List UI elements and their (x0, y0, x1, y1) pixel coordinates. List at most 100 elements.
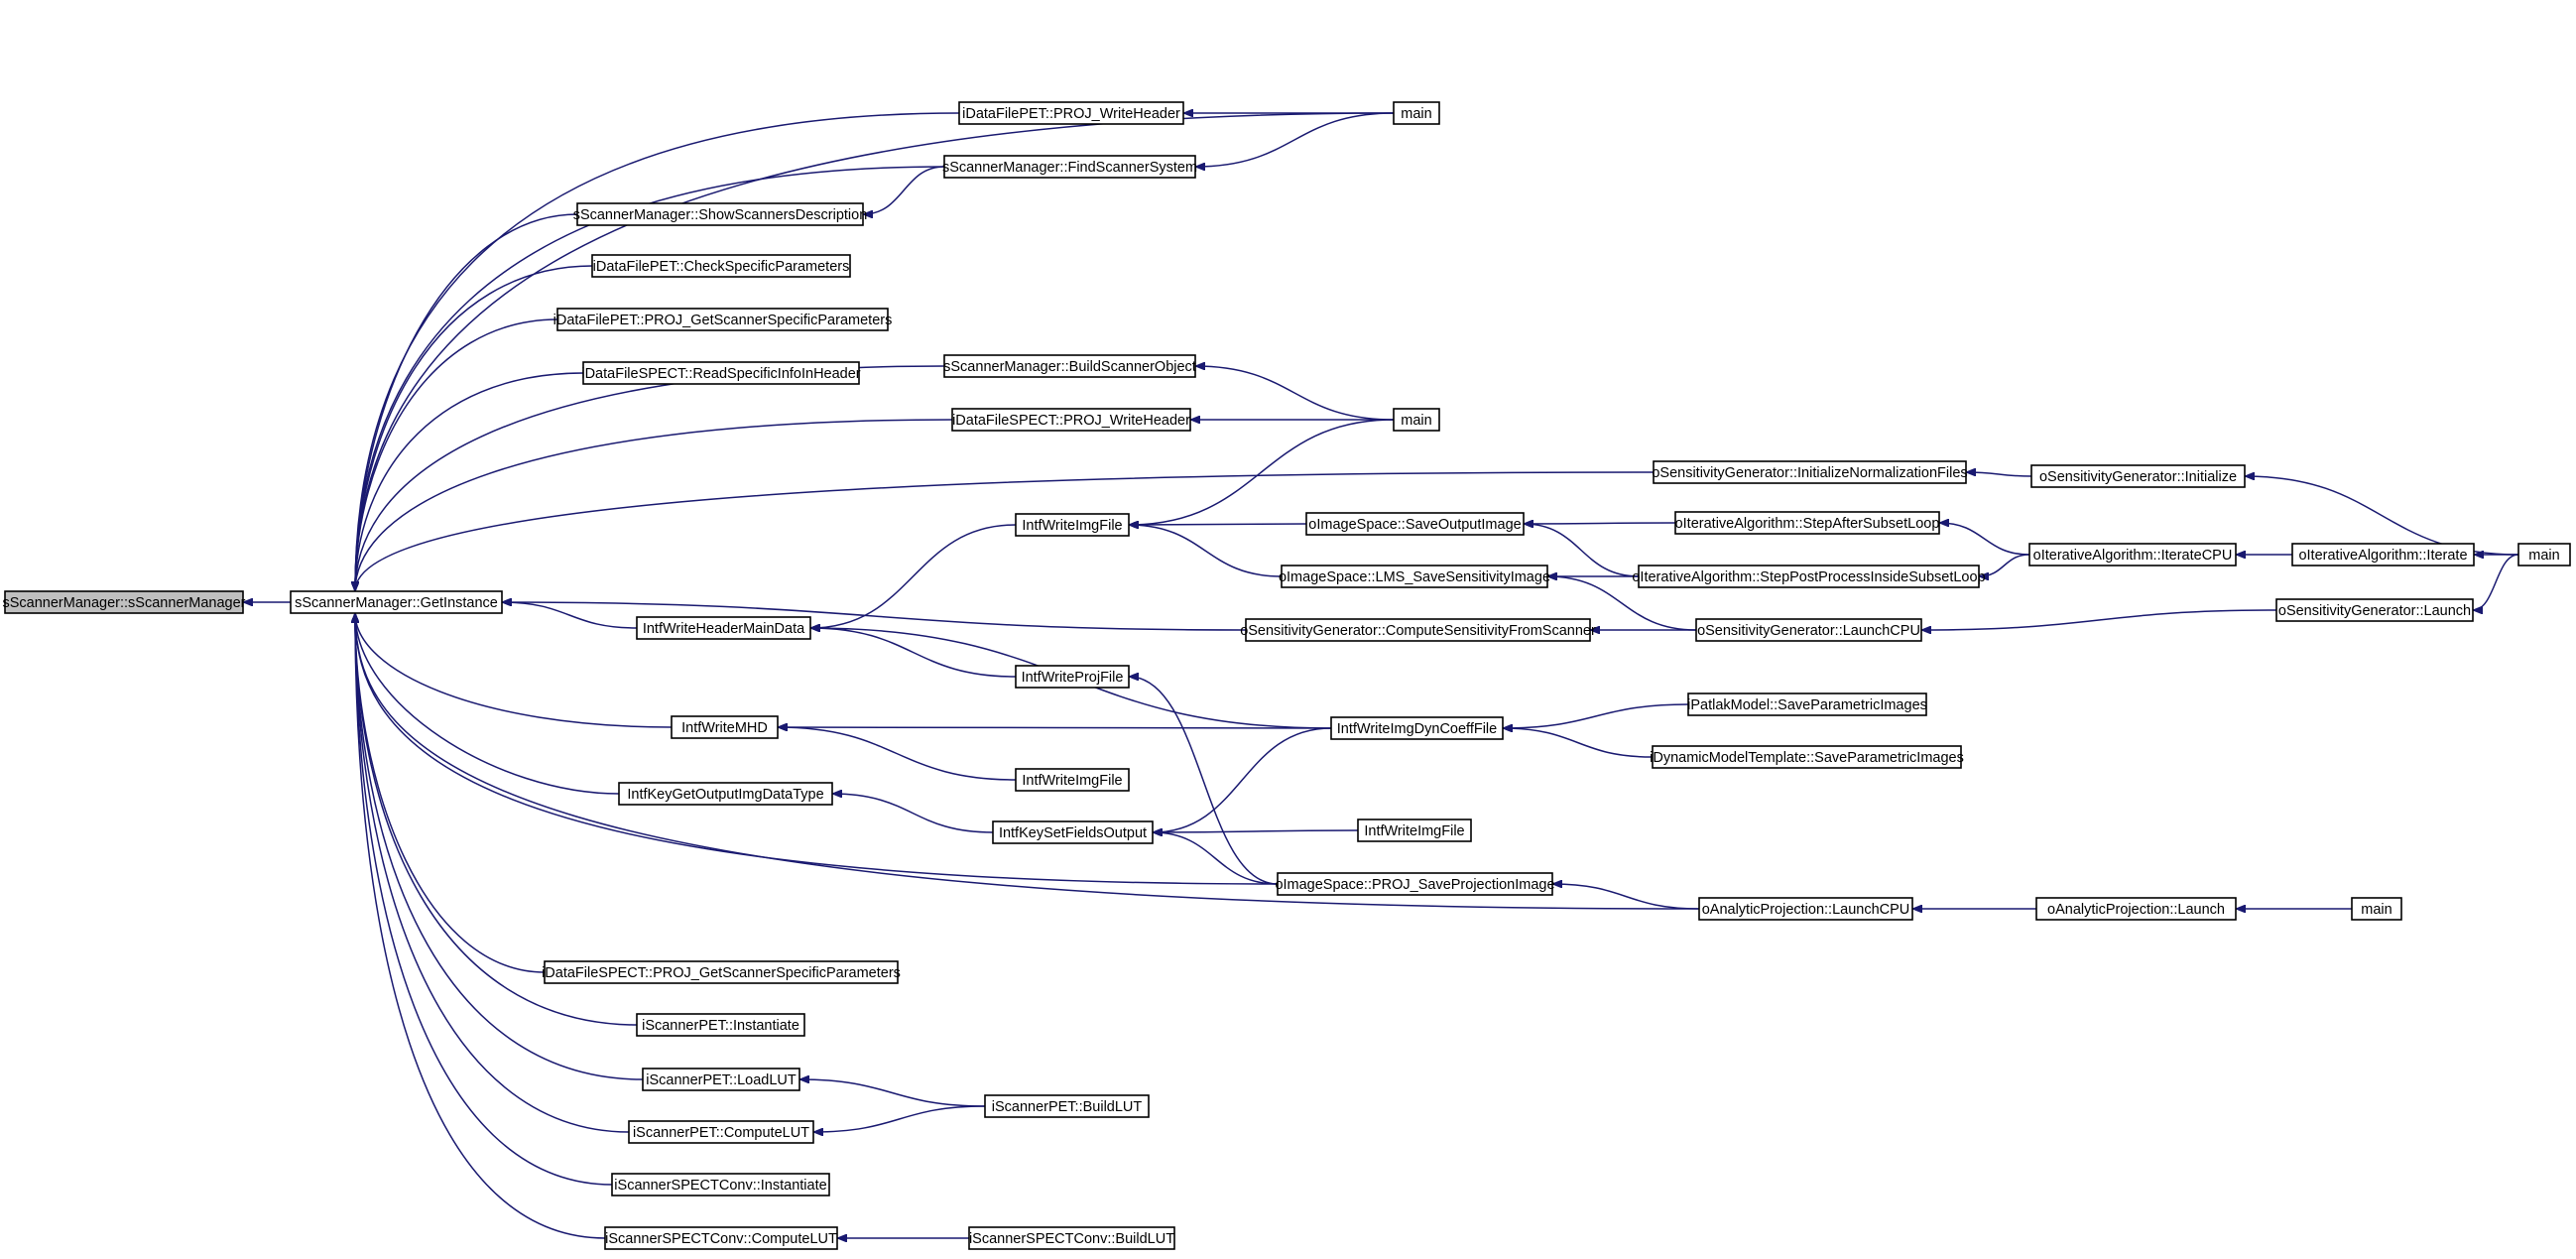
node-box[interactable] (1393, 408, 1440, 432)
node-projsave[interactable]: oImageSpace::PROJ_SaveProjectionImage (1275, 872, 1555, 896)
node-anproj_launchcpu[interactable]: oAnalyticProjection::LaunchCPU (1698, 897, 1913, 921)
node-box[interactable] (1687, 692, 1927, 716)
node-box[interactable] (591, 254, 851, 278)
node-spectconv_buildlut[interactable]: iScannerSPECTConv::BuildLUT (968, 1226, 1175, 1250)
node-box[interactable] (1015, 513, 1130, 537)
node-box[interactable] (943, 354, 1196, 378)
node-box[interactable] (1652, 745, 1962, 769)
node-box[interactable] (2030, 464, 2246, 488)
node-box[interactable] (1015, 768, 1130, 792)
node-anproj_launch[interactable]: oAnalyticProjection::Launch (2035, 897, 2237, 921)
node-root[interactable]: sScannerManager::sScannerManager (2, 590, 246, 614)
node-box[interactable] (1674, 511, 1940, 535)
node-box[interactable] (1698, 897, 1913, 921)
node-buildscanner[interactable]: sScannerManager::BuildScannerObject (943, 354, 1196, 378)
node-spect_writeheader[interactable]: iDataFileSPECT::PROJ_WriteHeader (951, 408, 1191, 432)
node-box[interactable] (1393, 101, 1440, 125)
node-box[interactable] (636, 616, 811, 640)
node-box[interactable] (2291, 543, 2475, 567)
node-main4[interactable]: main (2351, 897, 2402, 921)
node-box[interactable] (2035, 897, 2237, 921)
node-box[interactable] (2517, 543, 2571, 567)
node-box[interactable] (628, 1120, 814, 1144)
node-box[interactable] (951, 408, 1191, 432)
node-getinst[interactable]: sScannerManager::GetInstance (290, 590, 503, 614)
node-box[interactable] (642, 1068, 800, 1091)
node-box[interactable] (2275, 598, 2474, 622)
node-box[interactable] (1653, 460, 1967, 484)
node-box[interactable] (582, 361, 860, 385)
node-writeprojfile[interactable]: IntfWriteProjFile (1015, 665, 1130, 689)
node-box[interactable] (958, 101, 1184, 125)
node-box[interactable] (544, 960, 899, 984)
node-computesens[interactable]: oSensitivityGenerator::ComputeSensitivit… (1240, 618, 1596, 642)
node-label: sScannerManager::ShowScannersDescription (573, 207, 868, 223)
node-spect_readspec[interactable]: iDataFileSPECT::ReadSpecificInfoInHeader (581, 361, 861, 385)
node-label: iDataFilePET::PROJ_WriteHeader (962, 106, 1180, 122)
node-box[interactable] (556, 308, 889, 331)
node-box[interactable] (636, 1013, 805, 1037)
node-box[interactable] (968, 1226, 1175, 1250)
node-iterate[interactable]: oIterativeAlgorithm::Iterate (2291, 543, 2475, 567)
node-pet_getscanspec[interactable]: iDataFilePET::PROJ_GetScannerSpecificPar… (553, 308, 893, 331)
node-box[interactable] (1305, 512, 1525, 536)
node-box[interactable] (604, 1226, 838, 1250)
node-keysetfields[interactable]: IntfKeySetFieldsOutput (992, 820, 1154, 844)
node-sens_launch[interactable]: oSensitivityGenerator::Launch (2275, 598, 2474, 622)
node-main2[interactable]: main (1393, 408, 1440, 432)
node-saveoutput[interactable]: oImageSpace::SaveOutputImage (1305, 512, 1525, 536)
node-label: oImageSpace::LMS_SaveSensitivityImage (1279, 569, 1550, 585)
edge-pet_computelut-to-getinst (355, 613, 630, 1133)
node-pet_buildlut[interactable]: iScannerPET::BuildLUT (984, 1094, 1150, 1118)
node-sens_launchcpu[interactable]: oSensitivityGenerator::LaunchCPU (1695, 618, 1922, 642)
node-main3[interactable]: main (2517, 543, 2571, 567)
node-patlak[interactable]: iPatlakModel::SaveParametricImages (1687, 692, 1927, 716)
node-box[interactable] (1330, 716, 1504, 740)
node-box[interactable] (1277, 872, 1553, 896)
node-box[interactable] (4, 590, 244, 614)
node-writeheadermain[interactable]: IntfWriteHeaderMainData (636, 616, 811, 640)
node-box[interactable] (1695, 618, 1922, 642)
node-stepafter[interactable]: oIterativeAlgorithm::StepAfterSubsetLoop (1674, 511, 1940, 535)
node-sens_initnorm[interactable]: oSensitivityGenerator::InitializeNormali… (1652, 460, 1968, 484)
node-box[interactable] (1245, 618, 1591, 642)
node-spectconv_instantiate[interactable]: iScannerSPECTConv::Instantiate (611, 1173, 830, 1196)
node-box[interactable] (984, 1094, 1150, 1118)
node-findscanner[interactable]: sScannerManager::FindScannerSystem (942, 155, 1197, 179)
node-spectconv_computelut[interactable]: iScannerSPECTConv::ComputeLUT (604, 1226, 838, 1250)
node-spect_getscanspec[interactable]: iDataFileSPECT::PROJ_GetScannerSpecificP… (542, 960, 901, 984)
node-main1[interactable]: main (1393, 101, 1440, 125)
node-writeimgfile2[interactable]: IntfWriteImgFile (1015, 768, 1130, 792)
node-box[interactable] (1015, 665, 1130, 689)
node-box[interactable] (1281, 565, 1548, 588)
node-box[interactable] (1638, 565, 1980, 588)
node-box[interactable] (2351, 897, 2402, 921)
node-pet_computelut[interactable]: iScannerPET::ComputeLUT (628, 1120, 814, 1144)
node-box[interactable] (992, 820, 1154, 844)
edge-projsave-to-keysetfields (1153, 832, 1279, 885)
node-writeimgfile1[interactable]: IntfWriteImgFile (1015, 513, 1130, 537)
node-pet_checkspec[interactable]: iDataFilePET::CheckSpecificParameters (591, 254, 851, 278)
node-steppost[interactable]: oIterativeAlgorithm::StepPostProcessInsi… (1632, 565, 1986, 588)
node-pet_loadlut[interactable]: iScannerPET::LoadLUT (642, 1068, 800, 1091)
node-box[interactable] (943, 155, 1196, 179)
node-pet_instantiate[interactable]: iScannerPET::Instantiate (636, 1013, 805, 1037)
node-sens_init[interactable]: oSensitivityGenerator::Initialize (2030, 464, 2246, 488)
node-box[interactable] (618, 782, 833, 806)
node-box[interactable] (1357, 818, 1472, 842)
node-dyntemplate[interactable]: iDynamicModelTemplate::SaveParametricIma… (1650, 745, 1964, 769)
node-box[interactable] (671, 715, 779, 739)
node-writeimgfile3[interactable]: IntfWriteImgFile (1357, 818, 1472, 842)
node-writemhd[interactable]: IntfWriteMHD (671, 715, 779, 739)
node-pet_writeheader[interactable]: iDataFilePET::PROJ_WriteHeader (958, 101, 1184, 125)
node-box[interactable] (2028, 543, 2237, 567)
node-iteratecpu[interactable]: oIterativeAlgorithm::IterateCPU (2028, 543, 2237, 567)
node-writedyncoeff[interactable]: IntfWriteImgDynCoeffFile (1330, 716, 1504, 740)
node-box[interactable] (611, 1173, 830, 1196)
node-box[interactable] (290, 590, 503, 614)
node-lmssave[interactable]: oImageSpace::LMS_SaveSensitivityImage (1279, 565, 1550, 588)
node-keygetoutput[interactable]: IntfKeyGetOutputImgDataType (618, 782, 833, 806)
edge-spect_readspec-to-getinst (355, 372, 584, 591)
node-box[interactable] (576, 202, 864, 226)
node-showdesc[interactable]: sScannerManager::ShowScannersDescription (573, 202, 868, 226)
